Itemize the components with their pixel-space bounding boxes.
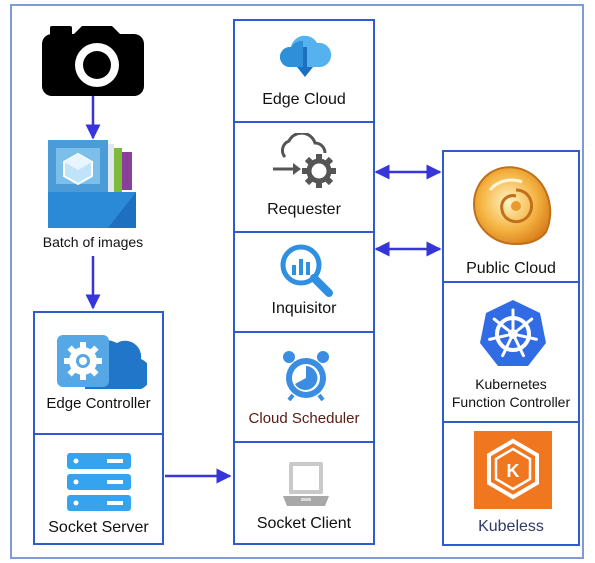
- kubeless-label: Kubeless: [478, 518, 544, 535]
- camera-icon: [42, 24, 144, 96]
- batch-of-images-label: Batch of images: [42, 234, 144, 250]
- center-divider-2: [235, 231, 373, 233]
- kubernetes-label-line1: Kubernetes: [475, 376, 547, 392]
- center-divider-3: [235, 331, 373, 333]
- kubernetes-label-line2: Function Controller: [451, 394, 571, 410]
- server-icon: [67, 453, 131, 511]
- edge-controller-icon: [57, 327, 152, 391]
- nautilus-shell-icon: [468, 160, 558, 250]
- analytics-search-icon: [279, 243, 335, 299]
- alarm-clock-icon: [281, 349, 331, 402]
- right-divider-2: [444, 421, 578, 423]
- cloud-gear-icon: [271, 131, 341, 189]
- public-cloud-panel: Public Cloud Kubernetes Function Control…: [442, 150, 580, 546]
- image-batch-icon: [48, 140, 136, 230]
- kubeless-logo-letter: K: [507, 461, 520, 481]
- socket-server-label: Socket Server: [48, 519, 149, 536]
- inquisitor-label: Inquisitor: [271, 300, 337, 317]
- edge-controller-label: Edge Controller: [46, 395, 151, 412]
- socket-client-label: Socket Client: [256, 515, 352, 532]
- right-divider-1: [444, 281, 578, 283]
- center-divider-1: [235, 121, 373, 123]
- cloud-download-icon: [279, 33, 332, 79]
- center-divider-4: [235, 441, 373, 443]
- requester-label: Requester: [267, 201, 341, 218]
- edge-cloud-label: Edge Cloud: [262, 91, 346, 108]
- edge-panel: Edge Controller Socket Server: [33, 311, 164, 545]
- kubeless-logo: K: [474, 431, 552, 509]
- edge-panel-divider: [35, 433, 162, 435]
- public-cloud-label: Public Cloud: [466, 260, 556, 277]
- edge-cloud-panel: Edge Cloud Requester: [233, 19, 375, 545]
- cloud-scheduler-label: Cloud Scheduler: [248, 410, 360, 427]
- kubernetes-icon: [478, 298, 548, 368]
- laptop-icon: [283, 462, 329, 506]
